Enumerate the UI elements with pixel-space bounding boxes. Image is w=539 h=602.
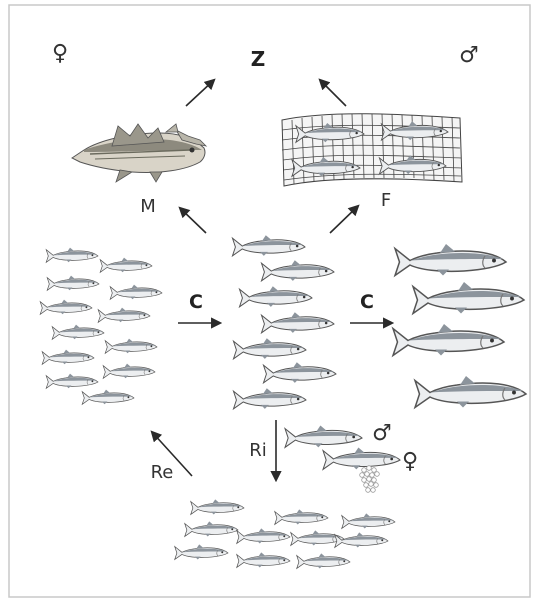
label-c-left: C bbox=[189, 291, 203, 313]
label-ri: Ri bbox=[249, 440, 267, 461]
female-symbol-top: ♀ bbox=[52, 41, 68, 66]
label-re: Re bbox=[151, 462, 174, 483]
label-c-right: C bbox=[360, 291, 374, 313]
label-z: Z bbox=[251, 47, 266, 71]
male-symbol-top: ♂ bbox=[459, 43, 479, 68]
fishing-net-icon bbox=[282, 114, 462, 186]
male-symbol-spawner: ♂ bbox=[372, 421, 392, 446]
female-symbol-spawner: ♀ bbox=[402, 449, 418, 474]
label-m: M bbox=[140, 196, 156, 217]
label-f: F bbox=[381, 190, 391, 211]
